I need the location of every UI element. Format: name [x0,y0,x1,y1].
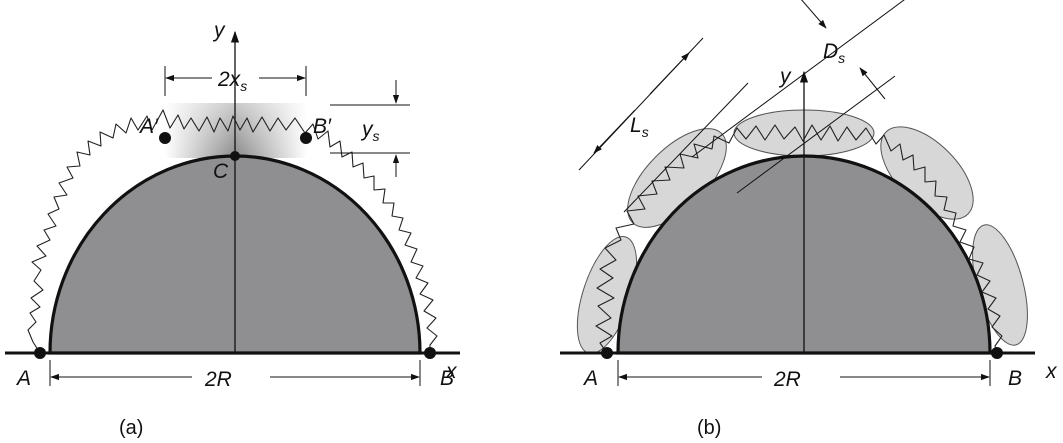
ds-label: Ds [823,40,845,66]
polymer-chain-a [27,109,438,354]
panel-b: Ls Ds y x A B 2R (b) [560,0,1058,439]
y-axis-label-b: y [778,65,792,88]
label-b: B [440,367,454,390]
label-a-prime: A′ [138,115,159,138]
label-a-b: A [582,367,598,390]
width-label-b: 2R [773,368,801,391]
ls-label: Ls [630,114,649,140]
label-c: C [213,160,229,183]
xs-label: 2xs [217,68,247,94]
ls-extent-lower [623,82,749,213]
ds-arrow-bottom [859,67,886,100]
point-a-dot-b [601,347,613,359]
label-b-prime: B′ [313,115,332,138]
ys-label: ys [360,118,380,144]
shaded-zone-fade [165,103,307,158]
width-label-a: 2R [204,368,232,391]
point-b-dot-b [991,347,1003,359]
x-axis-label-a: x [445,360,458,383]
point-a-dot [34,347,46,359]
label-a: A [15,367,31,390]
point-b-prime-dot [300,132,312,144]
caption-a: (a) [119,417,143,439]
caption-b: (b) [697,417,721,439]
ds-extent-lower [736,75,896,194]
ds-extent-upper [691,0,905,158]
ls-arrow-lower [593,109,636,154]
x-axis-label-b: x [1045,360,1058,383]
polymer-chain-b [595,124,1003,354]
panel-a: 2xs ys y x A B A′ B′ C 2R (a) [5,19,460,439]
point-c-dot [230,151,240,161]
label-b-b: B [1008,367,1022,390]
point-a-prime-dot [159,132,171,144]
ds-arrow-top [801,0,827,29]
y-axis-label-a: y [212,19,226,42]
ls-arrow-upper [649,52,690,95]
point-b-dot [424,347,436,359]
